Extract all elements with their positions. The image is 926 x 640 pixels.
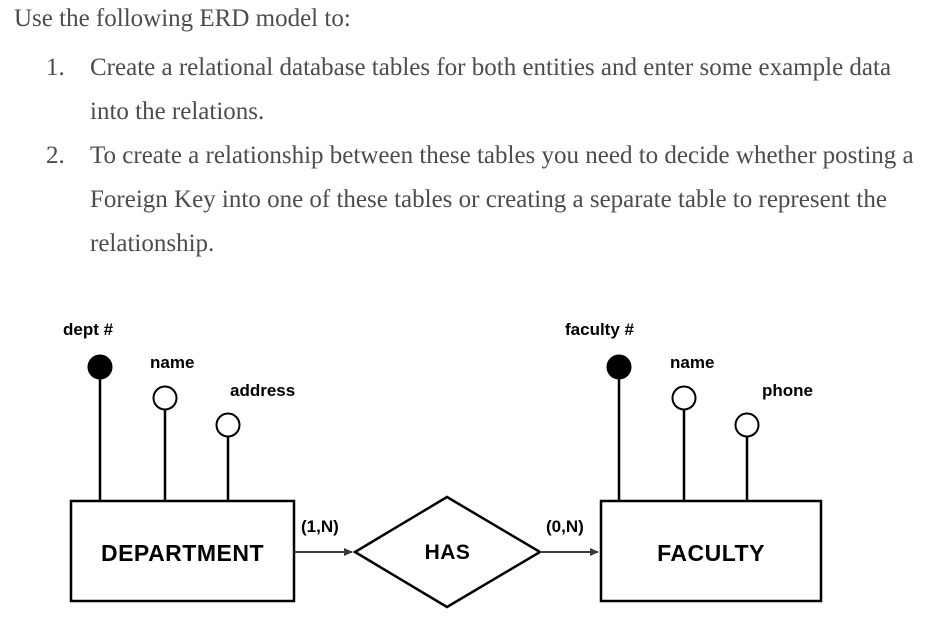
intro-line: Use the following ERD model to: bbox=[14, 5, 351, 32]
entity-box-faculty bbox=[599, 499, 823, 603]
attr-label-dept-address: address bbox=[230, 381, 296, 400]
attr-label-faculty-number: faculty # bbox=[565, 320, 634, 339]
task-list: 1. Create a relational database tables f… bbox=[0, 46, 926, 266]
task-text-2: To create a relationship between these t… bbox=[90, 142, 914, 257]
entity-label-department: DEPARTMENT bbox=[100, 540, 264, 566]
entity-label-faculty: FACULTY bbox=[657, 540, 765, 566]
attr-label-dept-name: name bbox=[150, 353, 195, 372]
attr-circle-dept-number-key bbox=[87, 354, 113, 380]
erd-diagram: dept # name address faculty # name phone… bbox=[0, 300, 926, 640]
relationship-diamond-has bbox=[352, 495, 543, 609]
attr-circle-faculty-phone bbox=[734, 412, 760, 438]
erd-canvas bbox=[69, 354, 823, 609]
relationship-label-has: HAS bbox=[424, 541, 471, 564]
task-marker-2: 2. bbox=[46, 142, 65, 169]
attr-label-dept-number: dept # bbox=[63, 320, 114, 339]
attr-label-faculty-phone: phone bbox=[762, 381, 813, 400]
attr-circle-dept-address bbox=[215, 412, 241, 438]
attr-circle-dept-name bbox=[152, 385, 178, 411]
entity-box-department bbox=[69, 499, 296, 603]
attr-circle-faculty-number-key bbox=[606, 354, 632, 380]
cardinality-label-left: (1,N) bbox=[301, 517, 339, 536]
task-marker-1: 1. bbox=[46, 54, 65, 81]
task-item-2: 2. To create a relationship between thes… bbox=[0, 134, 926, 266]
attr-circle-faculty-name bbox=[671, 385, 697, 411]
attr-label-faculty-name: name bbox=[670, 353, 715, 372]
task-text-1: Create a relational database tables for … bbox=[90, 54, 892, 125]
task-item-1: 1. Create a relational database tables f… bbox=[0, 46, 926, 134]
cardinality-label-right: (0,N) bbox=[546, 517, 584, 536]
